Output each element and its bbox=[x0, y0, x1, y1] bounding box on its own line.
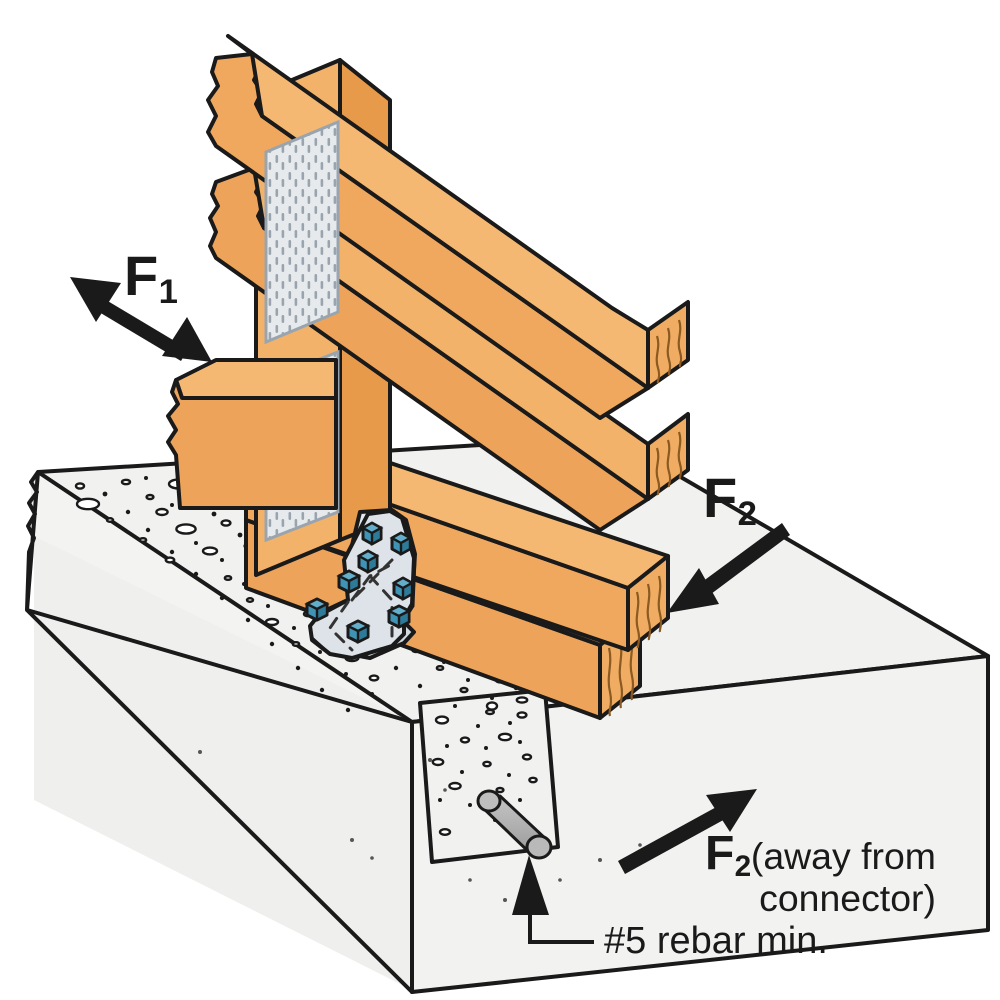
nail-plate-upper bbox=[264, 119, 340, 345]
rebar-end-cap bbox=[525, 834, 553, 860]
bottom-chord-upper-grain bbox=[635, 575, 663, 649]
bolt-head bbox=[356, 549, 380, 575]
f2-upper-arrowhead bbox=[667, 568, 719, 613]
angle-connector bbox=[304, 508, 417, 660]
bolt-head bbox=[360, 521, 384, 547]
f1-arrowhead-upper-left bbox=[70, 277, 121, 322]
ledger-member bbox=[166, 358, 338, 510]
bolt-head bbox=[336, 569, 362, 594]
rebar-leader-line bbox=[528, 913, 594, 944]
f2-lower-arrowhead bbox=[706, 789, 757, 832]
concrete-front-speckles bbox=[198, 750, 642, 902]
f2-lower-arrow-shaft bbox=[618, 805, 727, 874]
cutaway-aggregate bbox=[431, 701, 538, 837]
ledger-top-face bbox=[174, 358, 338, 400]
f1-arrow-shaft bbox=[94, 297, 188, 361]
bolt-head bbox=[386, 604, 412, 629]
connector-fold-lines bbox=[328, 558, 398, 652]
f2-lower-arrow bbox=[618, 789, 757, 874]
rebar bbox=[476, 789, 553, 860]
connector-bolts bbox=[304, 521, 415, 644]
rebar-tail bbox=[476, 789, 502, 813]
top-chord-lower-grain bbox=[655, 431, 683, 496]
bolt-head bbox=[391, 576, 415, 602]
bolt-head bbox=[389, 531, 413, 557]
f2-upper-arrow-shaft bbox=[702, 523, 790, 594]
f2-upper-arrow bbox=[667, 523, 790, 613]
f1-arrowhead-lower-right bbox=[162, 317, 212, 362]
bolt-head bbox=[345, 619, 371, 644]
bolt-head bbox=[304, 597, 330, 622]
f1-arrow bbox=[70, 277, 212, 362]
rebar-leader bbox=[512, 855, 594, 944]
connector-base-lip bbox=[311, 632, 406, 660]
top-chord-upper-grain bbox=[655, 319, 683, 384]
rebar-leader-arrowhead bbox=[512, 855, 549, 915]
